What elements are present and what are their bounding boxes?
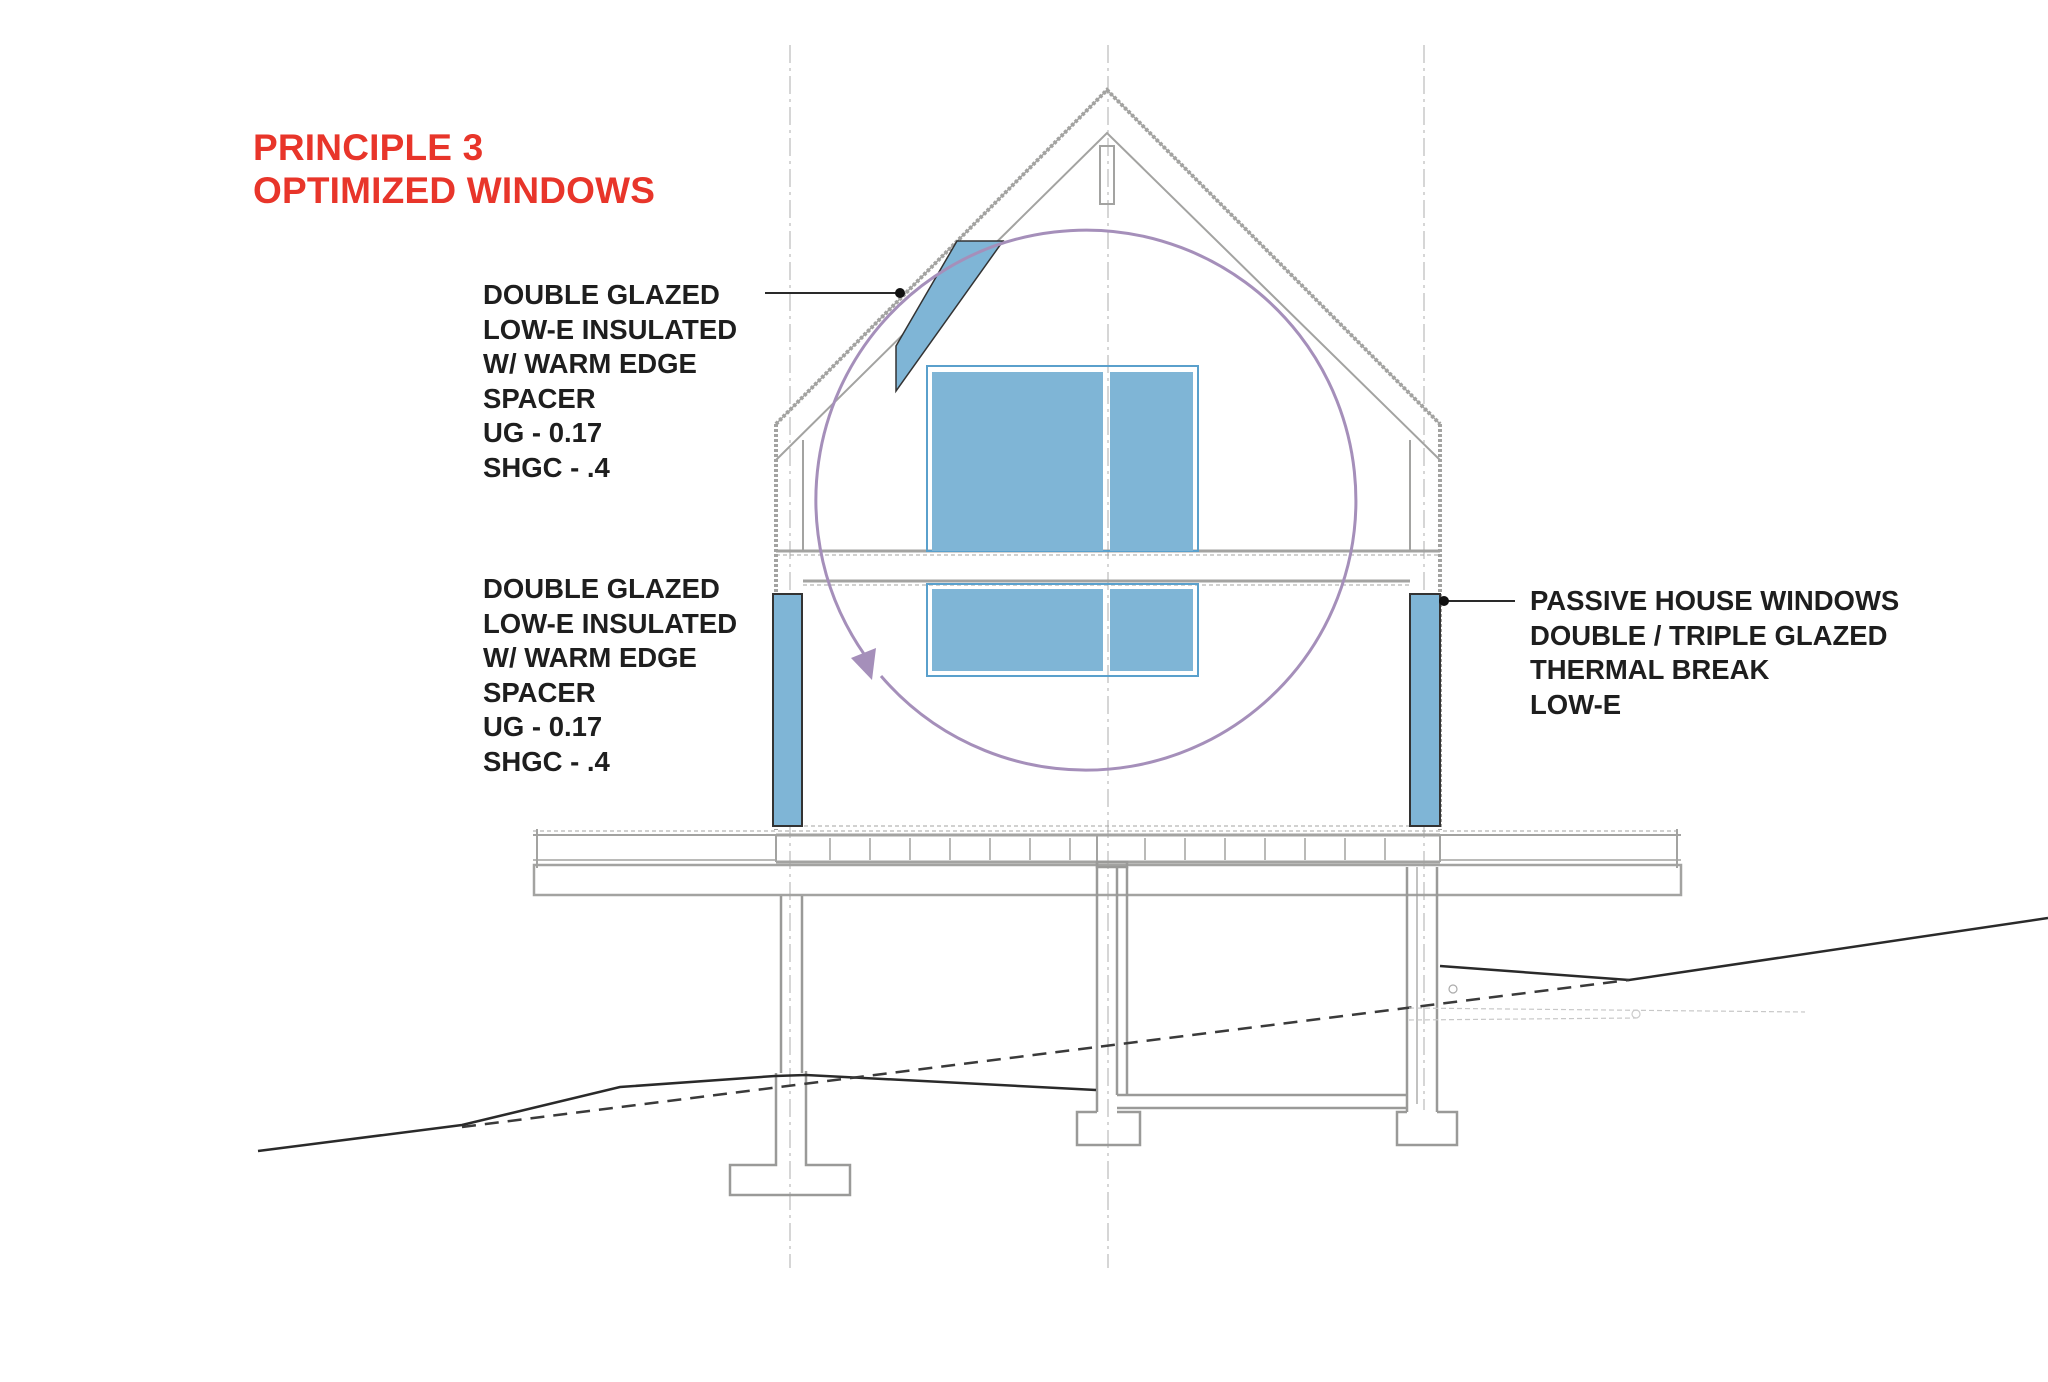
passive-window-annotation: PASSIVE HOUSE WINDOWS DOUBLE / TRIPLE GL…: [1530, 584, 1899, 722]
leader-lines: [765, 288, 1515, 606]
roof-skylight: [895, 240, 1005, 394]
leader-dot-icon: [1439, 596, 1449, 606]
annotation-line: PASSIVE HOUSE WINDOWS: [1530, 585, 1900, 616]
airflow-loop-icon: [814, 228, 1358, 772]
ground-line: [257, 916, 2048, 1153]
title-line-2: OPTIMIZED WINDOWS: [253, 170, 656, 211]
annotation-line: SPACER: [483, 676, 596, 708]
roof: [774, 87, 1442, 551]
annotation-line: LOW-E INSULATED: [483, 313, 738, 345]
annotation-line: DOUBLE GLAZED: [483, 573, 720, 604]
floor-deck: [532, 829, 1683, 897]
title-line-1: PRINCIPLE 3: [253, 127, 484, 168]
annotation-line: THERMAL BREAK: [1530, 654, 1770, 685]
annotation-line: LOW-E: [1530, 688, 1622, 720]
wall-window-annotation: DOUBLE GLAZED LOW-E INSULATED W/ WARM ED…: [483, 572, 737, 779]
annotation-line: W/ WARM EDGE: [483, 348, 697, 379]
annotation-line: UG - 0.17: [483, 417, 603, 448]
annotation-line: LOW-E INSULATED: [483, 607, 738, 639]
leader-dot-icon: [895, 288, 905, 298]
annotation-line: SHGC - .4: [483, 451, 610, 483]
annotation-line: SPACER: [483, 382, 596, 414]
annotation-line: W/ WARM EDGE: [483, 642, 697, 673]
left-wall-window: [772, 593, 803, 827]
foundation: [728, 860, 1459, 1197]
central-window: [926, 365, 1199, 677]
roof-window-annotation: DOUBLE GLAZED LOW-E INSULATED W/ WARM ED…: [483, 278, 737, 485]
right-wall-window: [1409, 593, 1441, 827]
annotation-line: DOUBLE / TRIPLE GLAZED: [1530, 619, 1888, 651]
centerlines: [789, 45, 1425, 1268]
annotation-line: SHGC - .4: [483, 745, 610, 777]
annotation-line: DOUBLE GLAZED: [483, 279, 720, 310]
page-title: PRINCIPLE 3 OPTIMIZED WINDOWS: [253, 126, 655, 212]
annotation-line: UG - 0.17: [483, 711, 603, 742]
